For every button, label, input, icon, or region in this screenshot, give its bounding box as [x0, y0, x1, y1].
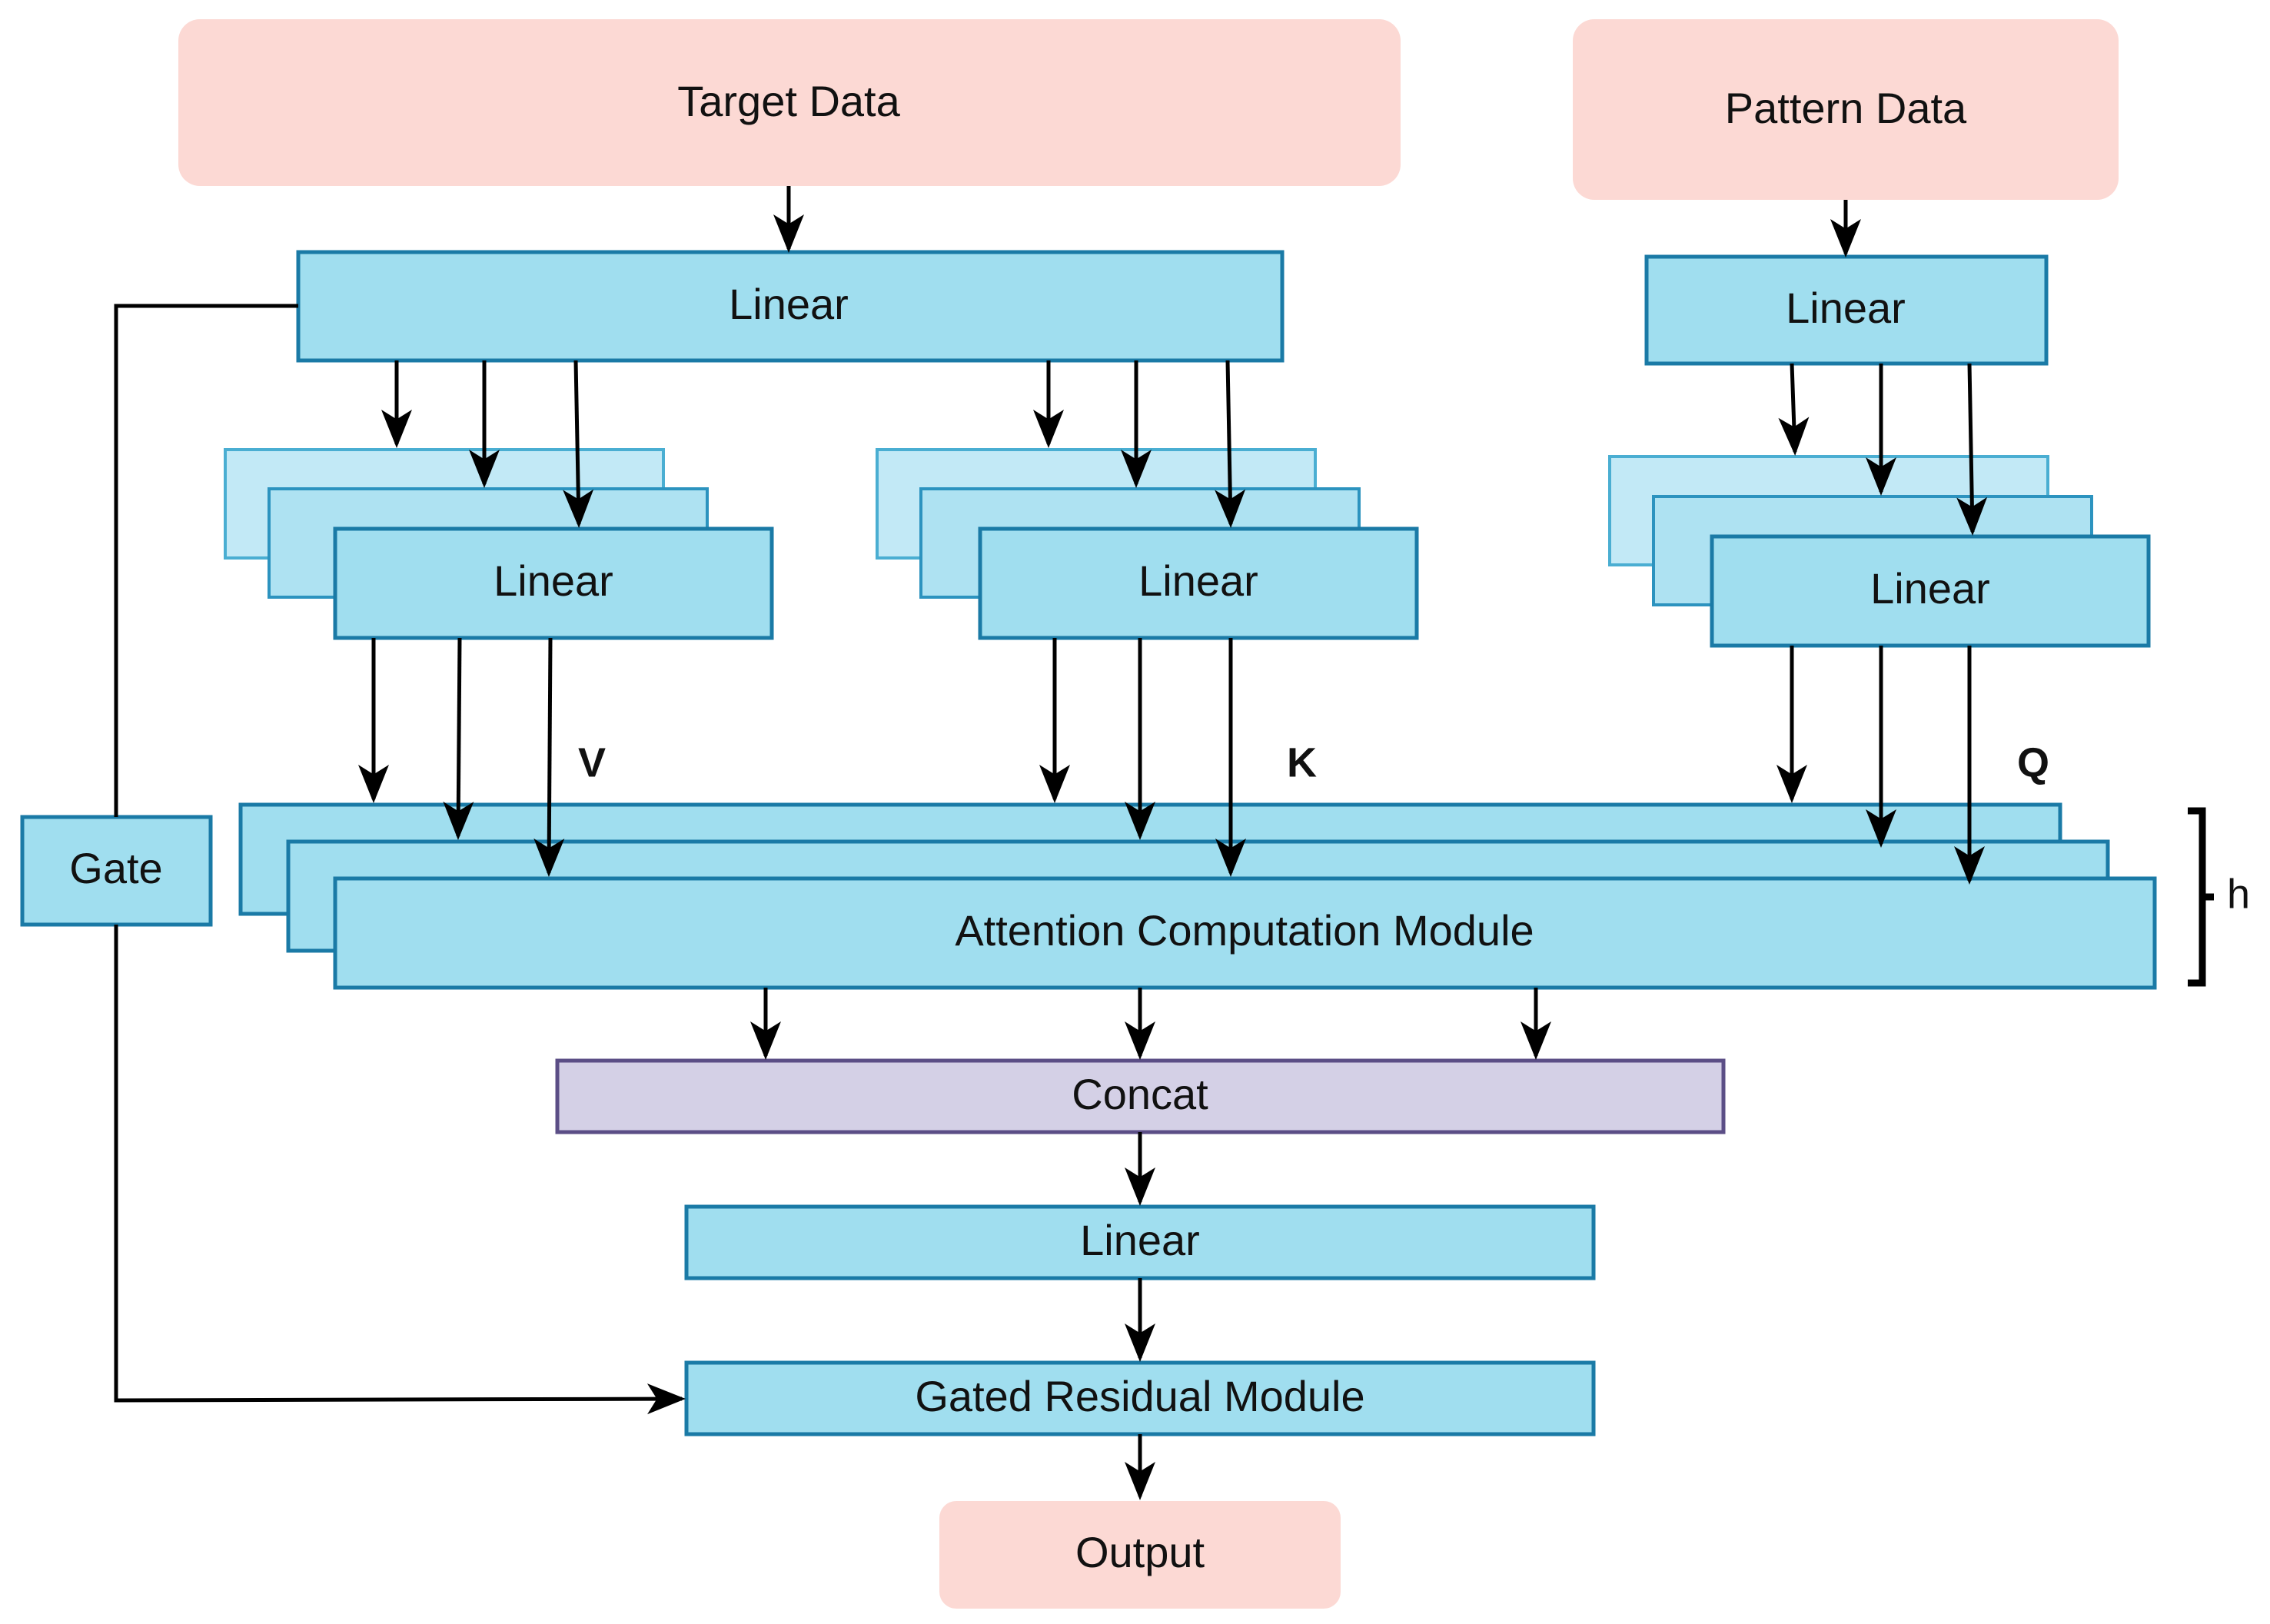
linear-k-label: Linear	[1138, 556, 1258, 605]
linear-out-label: Linear	[1080, 1216, 1200, 1264]
pattern-data-label: Pattern Data	[1725, 84, 1967, 132]
gate-label: Gate	[69, 844, 162, 892]
output-node: Output	[939, 1501, 1341, 1609]
linear-v-label: Linear	[494, 556, 613, 605]
heads-label: h	[2227, 871, 2250, 917]
concat-label: Concat	[1072, 1070, 1208, 1118]
linear-k-front-layer	[978, 526, 1419, 640]
arrow-gate-to-gated	[114, 925, 686, 1415]
target-data-node: Target Data	[178, 19, 1401, 186]
heads-bracket	[2188, 807, 2214, 987]
v-label: V	[578, 739, 606, 785]
arrow-linear-to-q3	[1956, 363, 1988, 536]
linear-out-node: Linear	[684, 1204, 1596, 1280]
q-label: Q	[2017, 739, 2049, 785]
output-label: Output	[1075, 1528, 1205, 1576]
arrow-v-to-attn2	[443, 637, 474, 840]
gate-node: Gate	[20, 815, 213, 927]
linear-q-label: Linear	[1870, 564, 1990, 613]
concat-node: Concat	[555, 1058, 1726, 1134]
line-linear-to-gate	[114, 304, 298, 817]
pattern-data-node: Pattern Data	[1573, 19, 2119, 200]
attention-front-layer	[333, 876, 2157, 990]
attention-label: Attention Computation Module	[955, 906, 1534, 955]
linear-q-stack: Linear	[1608, 455, 2151, 648]
connectors	[114, 186, 1988, 1500]
linear-pattern-label: Linear	[1786, 284, 1906, 332]
attention-stack: Attention Computation Module	[238, 802, 2157, 990]
linear-q-front-layer	[1710, 534, 2151, 648]
arrow-linear-to-v3	[563, 360, 594, 528]
gated-residual-node: Gated Residual Module	[684, 1360, 1596, 1436]
gated-residual-label: Gated Residual Module	[915, 1372, 1364, 1420]
linear-k-stack: Linear	[876, 448, 1419, 640]
linear-v-stack: Linear	[224, 448, 774, 640]
linear-target-node: Linear	[296, 250, 1285, 363]
linear-pattern-node: Linear	[1644, 254, 2049, 366]
arrow-linear-to-q1	[1778, 363, 1810, 456]
arrow-v-to-attn3	[533, 637, 565, 877]
linear-target-label: Linear	[729, 280, 849, 328]
arrow-linear-to-k3	[1215, 360, 1246, 528]
target-data-label: Target Data	[677, 77, 900, 125]
linear-v-front-layer	[333, 526, 774, 640]
k-label: K	[1287, 739, 1317, 785]
